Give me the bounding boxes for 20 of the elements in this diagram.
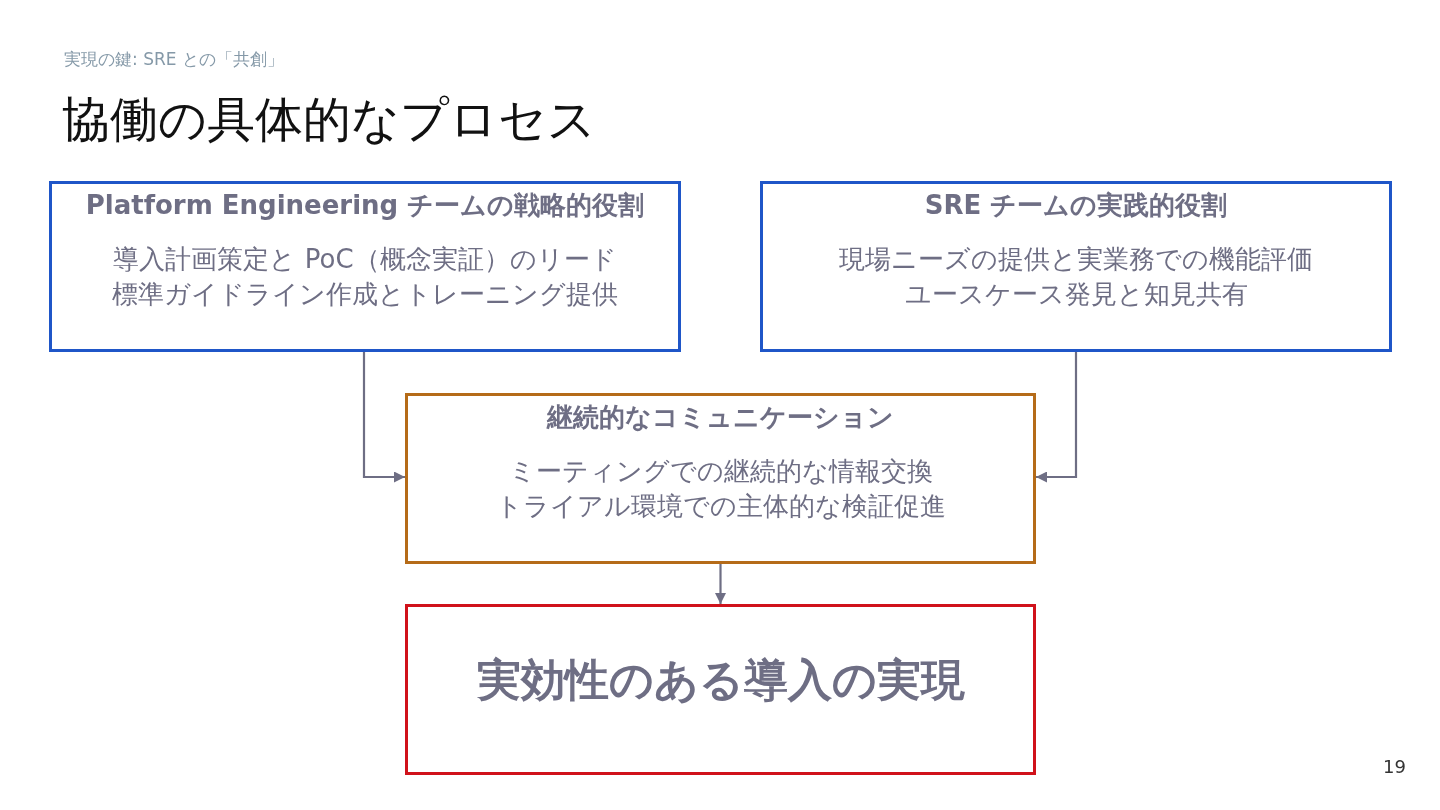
box-text: ユースケース発見と知見共有 bbox=[904, 278, 1248, 311]
page-number: 19 bbox=[1383, 756, 1406, 777]
arrow bbox=[362, 352, 405, 483]
box-heading: SRE チームの実践的役割 bbox=[924, 189, 1228, 222]
slide-title: 協働の具体的なプロセス bbox=[62, 90, 596, 149]
box-text: トライアル環境での主体的な検証促進 bbox=[495, 490, 946, 523]
arrow bbox=[1036, 352, 1078, 483]
box-text: ミーティングでの継続的な情報交換 bbox=[508, 455, 933, 488]
box-heading: 継続的なコミュニケーション bbox=[547, 401, 894, 434]
box-text: 現場ニーズの提供と実業務での機能評価 bbox=[839, 243, 1313, 276]
box-text: 標準ガイドライン作成とトレーニング提供 bbox=[112, 278, 618, 311]
role-box bbox=[760, 181, 1392, 352]
box-text: 導入計画策定と PoC（概念実証）のリード bbox=[113, 243, 617, 276]
result-text: 実効性のある導入の実現 bbox=[476, 653, 965, 707]
result-box bbox=[405, 604, 1036, 775]
role-box bbox=[49, 181, 681, 352]
arrow bbox=[715, 564, 726, 604]
box-heading: Platform Engineering チームの戦略的役割 bbox=[85, 189, 645, 222]
subtitle: 実現の鍵: SRE との「共創」 bbox=[64, 48, 284, 71]
process-box bbox=[405, 393, 1036, 564]
